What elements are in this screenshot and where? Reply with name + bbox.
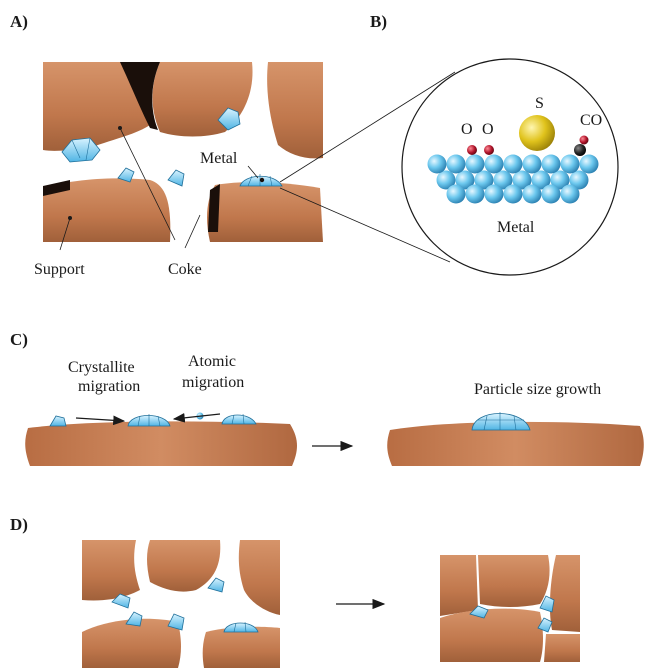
panel-c-before [25, 413, 297, 467]
oxygen-atom-2 [484, 145, 494, 155]
oxygen-atom-1 [467, 145, 477, 155]
metal-label-b: Metal [497, 219, 535, 236]
panel-d-before [82, 540, 280, 668]
oxygen-label-2: O [482, 121, 494, 138]
coke-label: Coke [168, 261, 202, 278]
panel-a-pore-drawing [43, 62, 455, 262]
atomic-migration-label-1: Atomic [188, 353, 236, 370]
panel-b-zoom-circle [402, 59, 618, 275]
support-grain [550, 555, 580, 632]
crystallite-migration-arrow [76, 418, 124, 421]
panel-b-label: B) [370, 12, 387, 31]
co-oxygen-atom [580, 136, 589, 145]
support-grain [207, 182, 323, 242]
support-grain [203, 627, 280, 668]
panel-c-label: C) [10, 330, 28, 349]
panel-c-after [387, 412, 644, 466]
sulfur-atom [519, 115, 555, 151]
metal-label-a: Metal [200, 150, 238, 167]
particle-growth-label: Particle size growth [474, 381, 601, 398]
sulfur-label: S [535, 95, 544, 112]
metal-crystallite [222, 414, 256, 424]
support-grain [82, 540, 140, 601]
support-slab [25, 421, 297, 466]
panel-d-after [440, 555, 580, 662]
support-grain [82, 619, 181, 668]
support-grain [478, 555, 550, 607]
metal-surface-atoms [428, 155, 599, 204]
support-grain [440, 609, 543, 662]
crystallite-migration-label-2: migration [78, 378, 140, 395]
carbon-atom [574, 144, 586, 156]
panel-d-label: D) [10, 515, 28, 534]
metal-crystallite [224, 622, 258, 632]
sintered-metal-particle [472, 412, 530, 430]
panel-a-label: A) [10, 12, 28, 31]
support-grain [440, 555, 478, 616]
oxygen-label-1: O [461, 121, 473, 138]
metal-crystallite [50, 416, 66, 426]
support-grain [147, 540, 220, 592]
metal-crystallite [126, 612, 142, 626]
metal-crystallite [208, 578, 224, 592]
support-label: Support [34, 261, 85, 278]
atomic-migration-label-2: migration [182, 374, 244, 391]
support-grain [239, 540, 280, 615]
co-label: CO [580, 112, 602, 129]
metal-crystallite [128, 414, 170, 426]
crystallite-migration-label-1: Crystallite [68, 359, 135, 376]
support-grain [544, 634, 580, 662]
